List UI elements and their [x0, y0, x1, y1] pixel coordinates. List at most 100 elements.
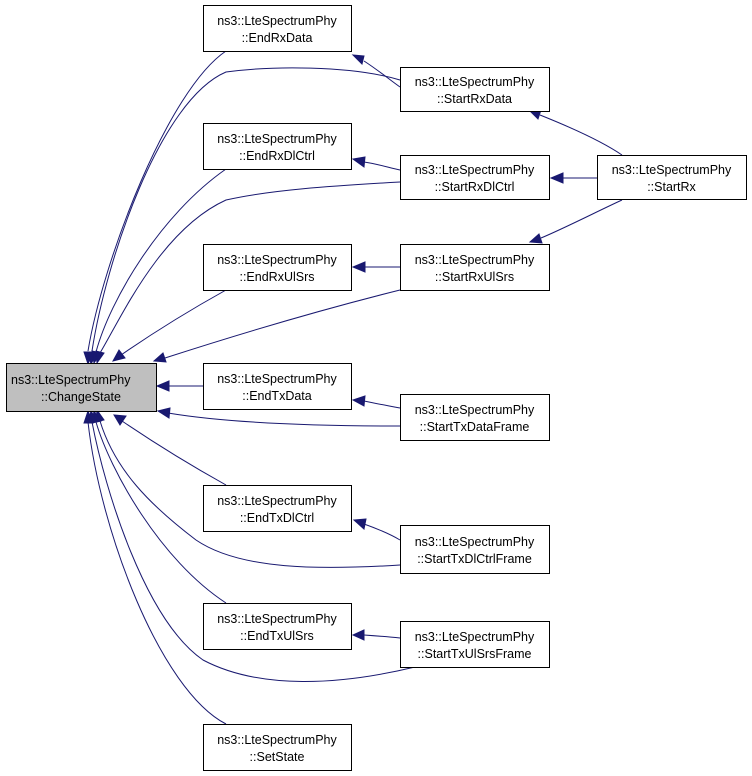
node-startrxulsrs[interactable]: ns3::LteSpectrumPhy::StartRxUlSrs	[400, 244, 550, 291]
edge-line	[363, 161, 401, 171]
edge-line	[95, 168, 227, 353]
node-starttxdataframe[interactable]: ns3::LteSpectrumPhy::StartTxDataFrame	[400, 394, 550, 441]
node-method-label: ::EndTxData	[242, 389, 312, 403]
edge-startrxdata-to-endrxdata	[351, 54, 401, 88]
edges-layer	[83, 50, 623, 725]
node-box	[400, 394, 550, 441]
edge-startrxulsrs-to-endrxulsrs	[351, 261, 400, 273]
edge-arrowhead	[95, 350, 105, 365]
edge-startrx-to-startrxdata	[528, 109, 623, 156]
node-box	[6, 363, 157, 412]
node-changestate[interactable]: ns3::LteSpectrumPhy::ChangeState	[6, 363, 157, 412]
edge-line	[164, 289, 401, 359]
node-namespace-label: ns3::LteSpectrumPhy	[217, 132, 337, 146]
node-box	[203, 724, 352, 771]
node-namespace-label: ns3::LteSpectrumPhy	[217, 494, 337, 508]
edge-line	[540, 199, 623, 239]
edge-line	[363, 523, 401, 541]
node-endrxulsrs[interactable]: ns3::LteSpectrumPhy::EndRxUlSrs	[203, 244, 352, 291]
edge-startrx-to-startrxdlctrl	[549, 172, 597, 184]
edge-line	[99, 181, 401, 354]
edge-line	[87, 421, 227, 725]
node-method-label: ::StartTxDlCtrlFrame	[417, 552, 532, 566]
node-box	[400, 621, 550, 668]
edge-line	[91, 67, 401, 352]
edge-arrowhead	[352, 518, 367, 530]
edge-endtxdata-to-changestate	[155, 380, 203, 392]
edge-endtxdlctrl-to-changestate	[113, 414, 227, 486]
node-namespace-label: ns3::LteSpectrumPhy	[11, 373, 131, 387]
edge-line	[167, 412, 401, 427]
node-namespace-label: ns3::LteSpectrumPhy	[415, 75, 535, 89]
edge-startrxulsrs-to-changestate	[152, 289, 401, 363]
edge-startrxdlctrl-to-changestate	[95, 181, 401, 365]
node-endrxdlctrl[interactable]: ns3::LteSpectrumPhy::EndRxDlCtrl	[203, 123, 352, 170]
edge-arrowhead	[113, 414, 127, 426]
node-endtxdata[interactable]: ns3::LteSpectrumPhy::EndTxData	[203, 363, 352, 410]
node-box	[400, 155, 550, 200]
node-namespace-label: ns3::LteSpectrumPhy	[217, 14, 337, 28]
node-method-label: ::StartRxUlSrs	[435, 270, 514, 284]
node-method-label: ::EndTxDlCtrl	[240, 511, 314, 525]
node-method-label: ::StartRxDlCtrl	[435, 180, 515, 194]
node-namespace-label: ns3::LteSpectrumPhy	[415, 403, 535, 417]
nodes-layer: ns3::LteSpectrumPhy::ChangeStatens3::Lte…	[6, 5, 747, 771]
edge-arrowhead	[528, 233, 543, 244]
node-box	[203, 363, 352, 410]
node-namespace-label: ns3::LteSpectrumPhy	[415, 163, 535, 177]
node-method-label: ::EndTxUlSrs	[240, 629, 314, 643]
node-method-label: ::EndRxDlCtrl	[239, 149, 315, 163]
edge-starttxdataframe-to-changestate	[156, 407, 401, 427]
edge-line	[95, 421, 227, 604]
node-box	[203, 244, 352, 291]
node-box	[203, 603, 352, 650]
edge-arrowhead	[549, 172, 564, 184]
edge-startrx-to-startrxulsrs	[528, 199, 623, 244]
node-namespace-label: ns3::LteSpectrumPhy	[415, 253, 535, 267]
edge-arrowhead	[351, 261, 366, 273]
edge-line	[120, 289, 227, 356]
edge-endrxdata-to-changestate	[83, 50, 227, 366]
edge-arrowhead	[152, 352, 167, 363]
node-endtxulsrs[interactable]: ns3::LteSpectrumPhy::EndTxUlSrs	[203, 603, 352, 650]
node-endrxdata[interactable]: ns3::LteSpectrumPhy::EndRxData	[203, 5, 352, 52]
edge-arrowhead	[351, 54, 365, 65]
edge-line	[99, 420, 401, 568]
edge-arrowhead	[351, 156, 366, 168]
node-namespace-label: ns3::LteSpectrumPhy	[217, 253, 337, 267]
node-method-label: ::StartRx	[647, 180, 696, 194]
edge-line	[363, 400, 401, 409]
node-endtxdlctrl[interactable]: ns3::LteSpectrumPhy::EndTxDlCtrl	[203, 485, 352, 532]
edge-arrowhead	[155, 380, 170, 392]
node-startrxdata[interactable]: ns3::LteSpectrumPhy::StartRxData	[400, 67, 550, 112]
node-namespace-label: ns3::LteSpectrumPhy	[217, 372, 337, 386]
node-startrx[interactable]: ns3::LteSpectrumPhy::StartRx	[597, 155, 747, 200]
node-method-label: ::StartTxUlSrsFrame	[418, 647, 532, 661]
node-method-label: ::SetState	[250, 750, 305, 764]
node-box	[203, 5, 352, 52]
node-namespace-label: ns3::LteSpectrumPhy	[415, 535, 535, 549]
node-box	[203, 485, 352, 532]
edge-line	[87, 50, 227, 352]
node-box	[400, 525, 550, 574]
edge-starttxdataframe-to-endtxdata	[351, 395, 401, 409]
node-startrxdlctrl[interactable]: ns3::LteSpectrumPhy::StartRxDlCtrl	[400, 155, 550, 200]
edge-startrxdata-to-changestate	[87, 67, 401, 366]
node-namespace-label: ns3::LteSpectrumPhy	[217, 612, 337, 626]
edge-arrowhead	[351, 629, 365, 641]
node-starttxulsrsframe[interactable]: ns3::LteSpectrumPhy::StartTxUlSrsFrame	[400, 621, 550, 668]
edge-line	[91, 421, 416, 682]
node-box	[597, 155, 747, 200]
edge-arrowhead	[156, 407, 171, 419]
node-method-label: ::EndRxUlSrs	[239, 270, 314, 284]
edge-arrowhead	[112, 349, 126, 362]
node-namespace-label: ns3::LteSpectrumPhy	[612, 163, 732, 177]
node-starttxdlctrlframe[interactable]: ns3::LteSpectrumPhy::StartTxDlCtrlFrame	[400, 525, 550, 574]
edge-setstate-to-changestate	[83, 409, 227, 725]
node-setstate[interactable]: ns3::LteSpectrumPhy::SetState	[203, 724, 352, 771]
edge-line	[363, 634, 401, 639]
edge-line	[539, 114, 623, 156]
node-box	[400, 67, 550, 112]
node-namespace-label: ns3::LteSpectrumPhy	[217, 733, 337, 747]
